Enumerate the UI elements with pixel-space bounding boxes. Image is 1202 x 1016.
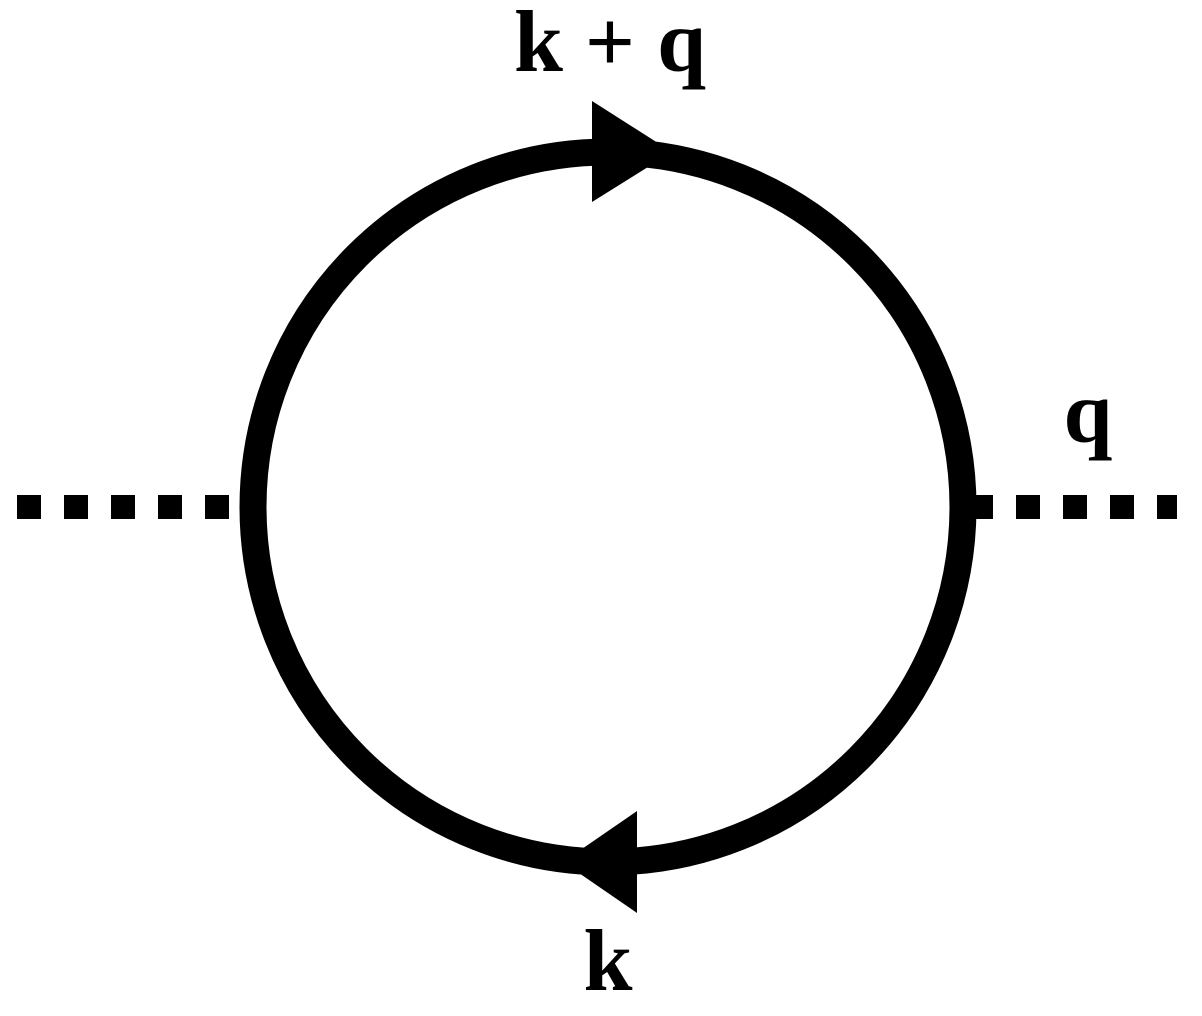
label-top-momentum: k + q [514, 0, 706, 91]
right-external-line [975, 495, 1177, 519]
fermion-loop [239, 138, 977, 876]
left-external-line [17, 495, 229, 519]
arrow-right-icon [592, 101, 672, 202]
arrow-left-icon [563, 811, 637, 913]
label-external-momentum: q [1064, 365, 1113, 462]
label-bottom-momentum: k [584, 913, 633, 1010]
